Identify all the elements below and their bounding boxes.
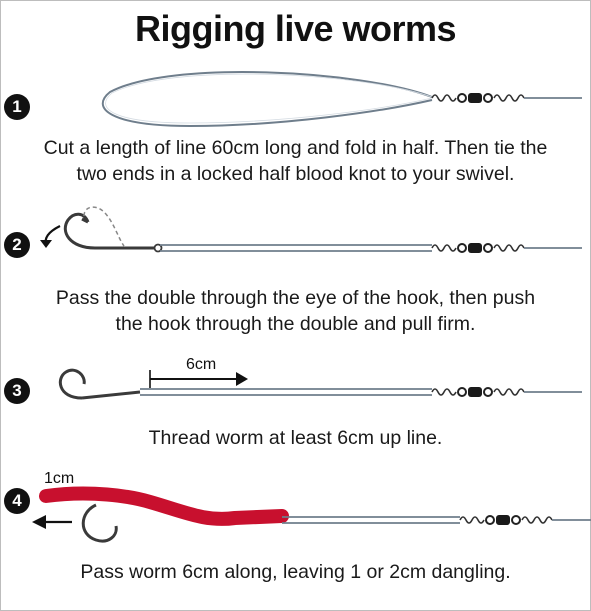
step-2-caption-line1: Pass the double through the eye of the h…	[55, 287, 536, 309]
step2-hook-icon	[63, 212, 163, 253]
step-3-caption: Thread worm at least 6cm up line.	[148, 427, 443, 449]
diagram-title: Rigging live worms	[134, 8, 457, 49]
step4-swivel-icon	[459, 514, 591, 526]
step-1-caption-line2: two ends in a locked half blood knot to …	[76, 163, 515, 185]
step-2-caption-line2: the hook through the double and pull fir…	[115, 313, 476, 335]
step2-arrowhead-icon	[40, 240, 52, 248]
step-3-badge: 3	[4, 378, 30, 404]
step2-swivel-icon	[431, 242, 583, 254]
step4-arrowhead-icon	[32, 515, 46, 529]
step3-hook-icon	[58, 368, 141, 400]
step4-worm	[39, 486, 289, 526]
step3-measure-arrow-icon	[149, 370, 248, 388]
step-4-measure-label: 1cm	[44, 470, 75, 487]
step-3-measure-label: 6cm	[186, 356, 217, 373]
step-1-caption-line1: Cut a length of line 60cm long and fold …	[43, 137, 548, 159]
step1-swivel-icon	[431, 92, 583, 104]
step-1-badge: 1	[4, 94, 30, 120]
step2-double-line	[160, 244, 432, 252]
step3-swivel-icon	[431, 386, 583, 398]
step4-double-line	[282, 516, 460, 524]
step-4-caption: Pass worm 6cm along, leaving 1 or 2cm da…	[80, 561, 511, 583]
step3-double-line	[140, 388, 432, 396]
step-4-badge: 4	[4, 488, 30, 514]
step1-loop-line	[101, 71, 433, 128]
step4-hook-icon	[81, 503, 118, 543]
step-2-badge: 2	[4, 232, 30, 258]
step2-motion-path	[83, 206, 125, 247]
